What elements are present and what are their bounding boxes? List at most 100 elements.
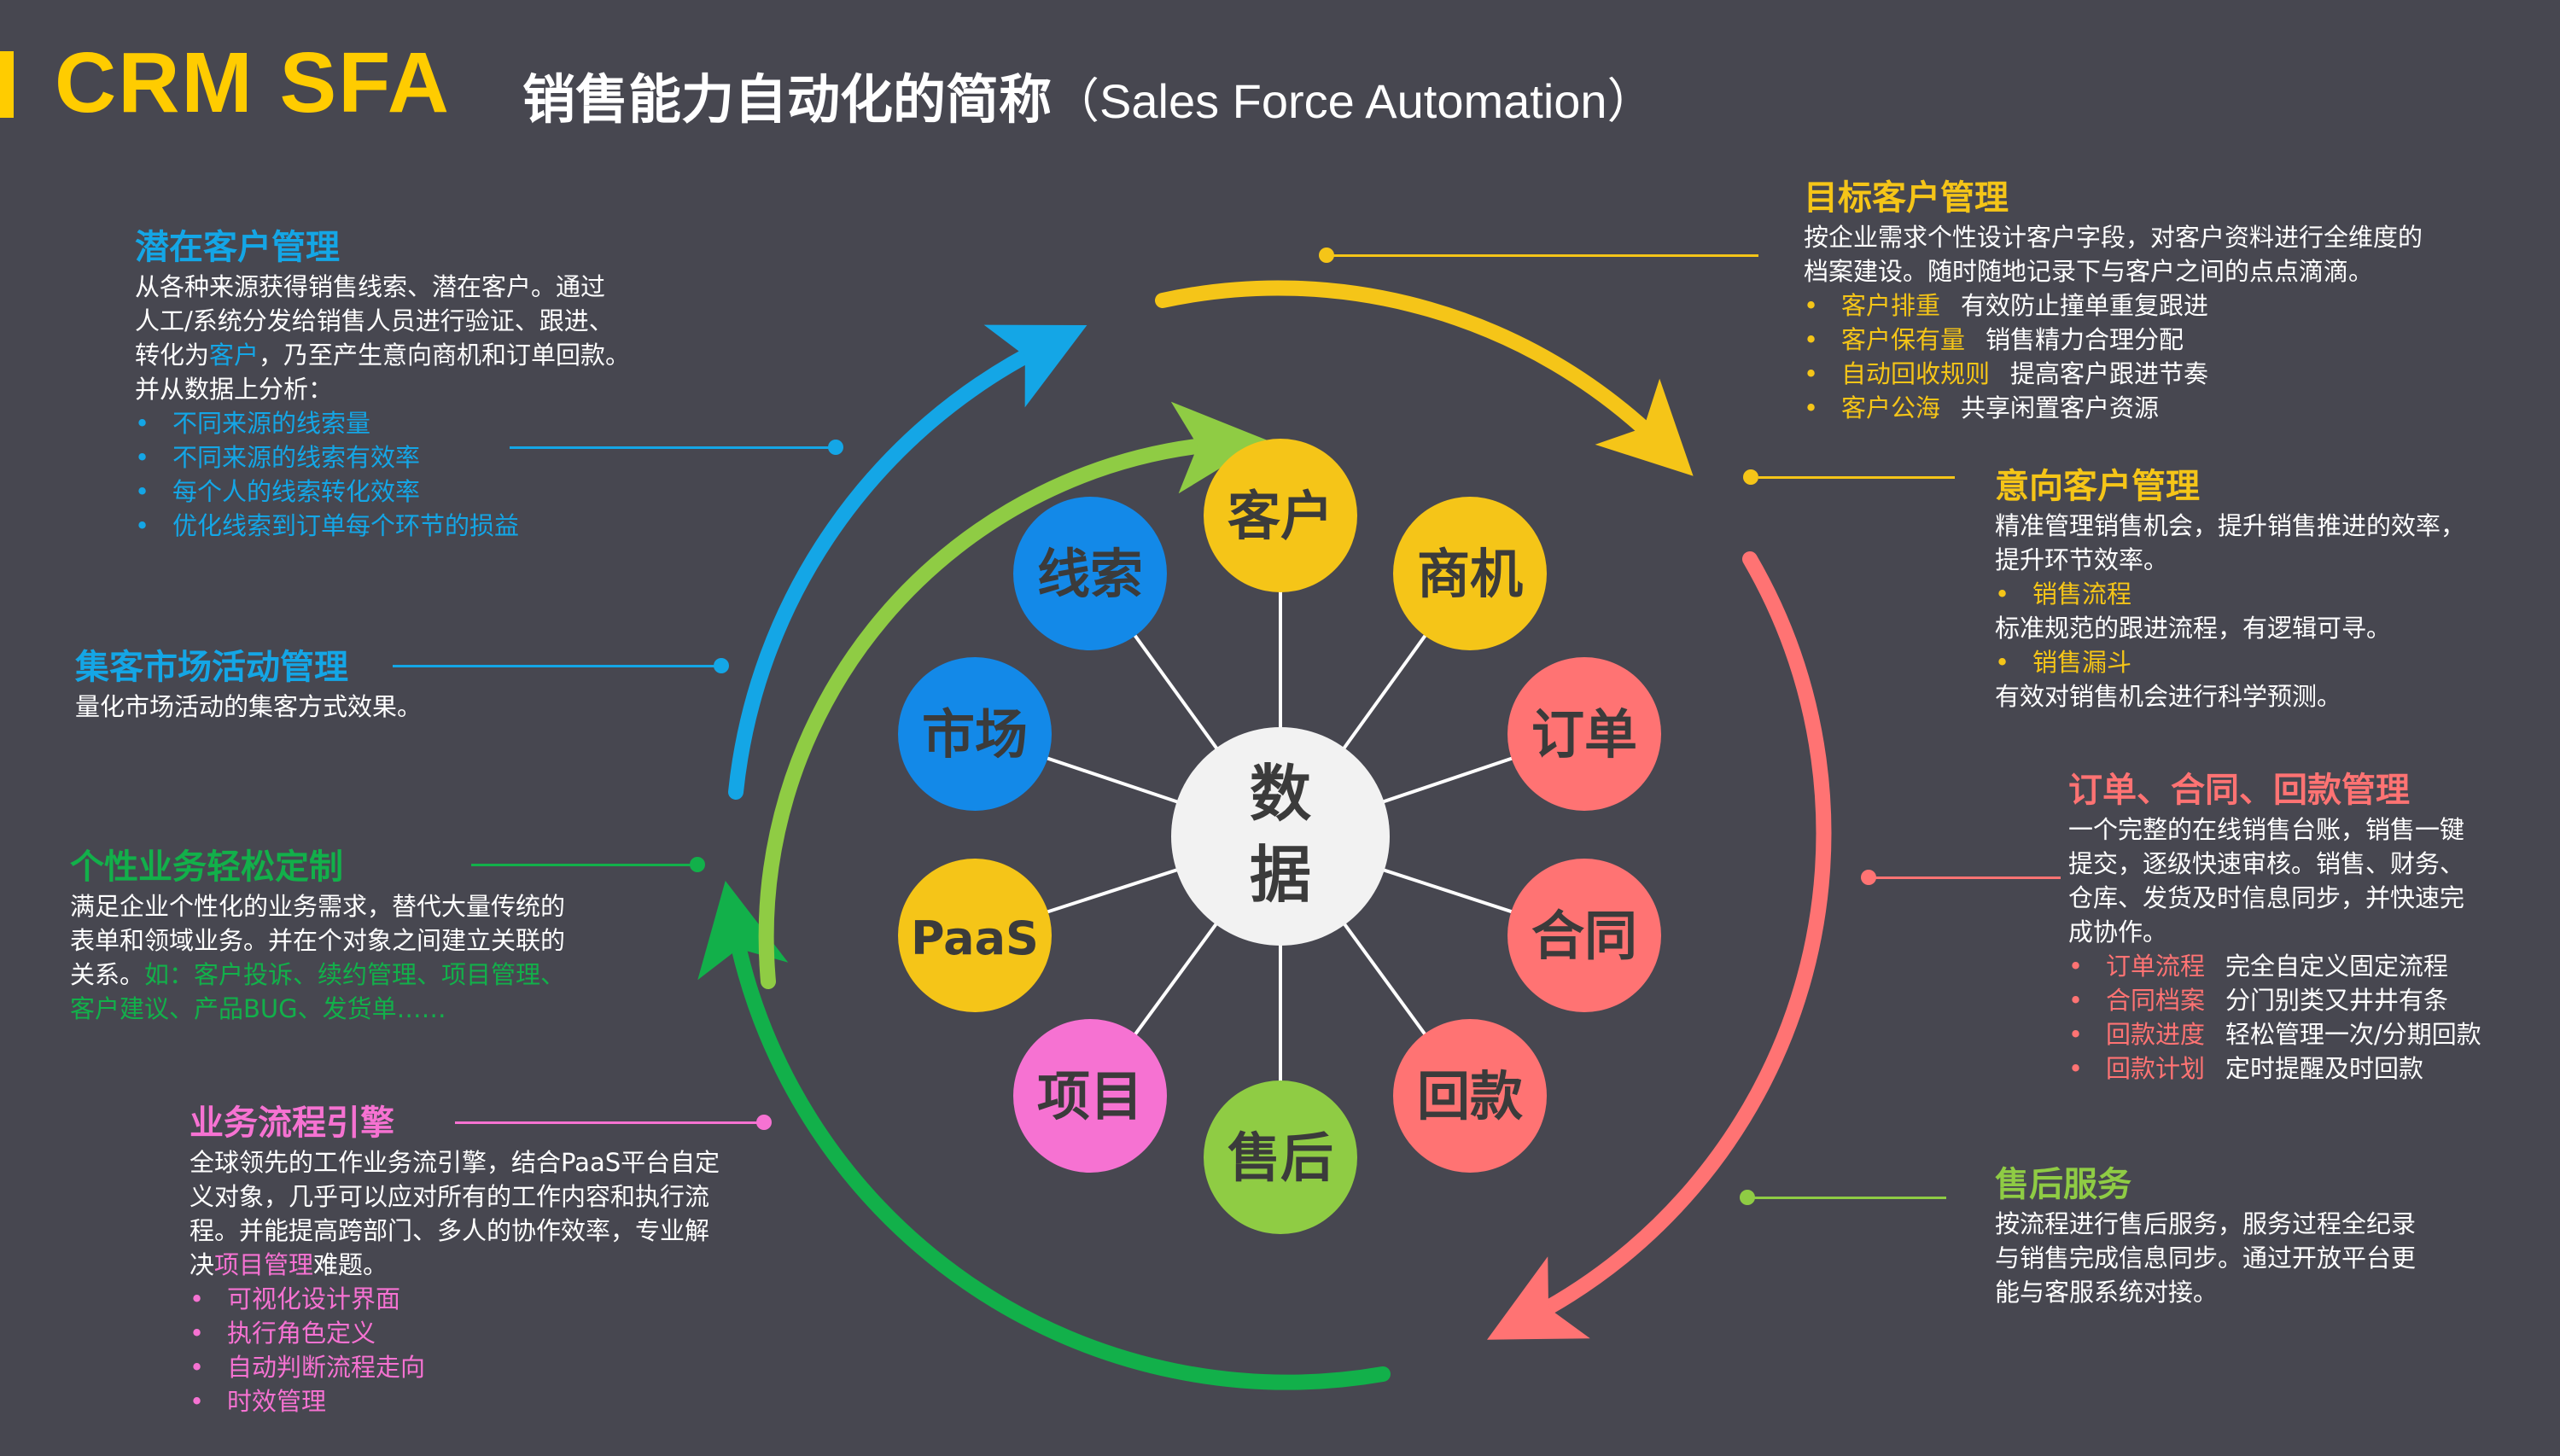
bullet-term: 合同档案 (2106, 986, 2206, 1015)
node-circle-market (898, 657, 1052, 811)
node-market: 市场 (898, 657, 1052, 811)
bullet-text: 可视化设计界面 (227, 1284, 401, 1313)
bullet-term: 回款进度 (2106, 1020, 2206, 1049)
bullet-item: •每个人的线索转化效率 (135, 477, 421, 506)
bullet-item: •销售漏斗 (1995, 648, 2132, 677)
leader-line-market (393, 665, 721, 667)
node-paas: PaaS (898, 859, 1052, 1012)
bullet-desc: 完全自定义固定流程 (2225, 952, 2449, 981)
center-data-node: 数 据 (1171, 727, 1390, 946)
section-body-line: 转化为客户，乃至产生意向商机和订单回款。 (135, 338, 749, 372)
body-text: 关系。 (70, 960, 145, 989)
node-contract: 合同 (1507, 859, 1661, 1012)
bullet-desc: 销售精力合理分配 (1986, 325, 2184, 354)
bullet-term: 客户保有量 (1841, 325, 1966, 354)
bullet-text: 时效管理 (227, 1387, 327, 1416)
section-body-line: 与销售完成信息同步。通过开放平台更 (1995, 1243, 2417, 1273)
section-custom-business: 个性业务轻松定制 满足企业个性化的业务需求，替代大量传统的 表单和领域业务。并在… (70, 845, 685, 1026)
section-market-activity: 集客市场活动管理 量化市场活动的集客方式效果。 (75, 645, 673, 724)
section-body-line: 成协作。 (2068, 917, 2168, 946)
bullet-desc: 有效防止撞单重复跟进 (1961, 291, 2209, 320)
section-title: 订单、合同、回款管理 (2068, 771, 2410, 810)
bullet-item: •回款进度轻松管理一次/分期回款 (2068, 1020, 2481, 1049)
highlight-text: 客户 (209, 341, 259, 370)
node-label-customer: 客户 (1228, 485, 1333, 547)
leader-dot-potential (828, 440, 843, 455)
arc-green (697, 880, 1391, 1390)
section-body-line: 程。并能提高跨部门、多人的协作效率，专业解 (190, 1216, 710, 1245)
section-body-line: 满足企业个性化的业务需求，替代大量传统的 (70, 892, 566, 921)
center-label-2: 据 (1250, 839, 1311, 911)
section-body-line: 精准管理销售机会，提升销售推进的效率， (1995, 511, 2466, 540)
node-project: 项目 (1013, 1019, 1167, 1173)
bullet-item: •客户公海共享闲置客户资源 (1804, 393, 2160, 422)
section-body-line: 标准规范的跟进流程，有逻辑可寻。 (1995, 614, 2392, 643)
node-label-contract: 合同 (1531, 905, 1637, 967)
node-circle-aftersales (1204, 1080, 1357, 1234)
bullet-text: 自动判断流程走向 (227, 1353, 426, 1382)
page-subtitle-en: （Sales Force Automation） (1052, 74, 1655, 128)
bullet-term: 客户排重 (1841, 291, 1941, 320)
leader-dot-order (1861, 870, 1876, 885)
leader-dot-intent (1743, 469, 1758, 485)
body-text: 决 (190, 1250, 215, 1279)
section-body-line: 按企业需求个性设计客户字段，对客户资料进行全维度的 (1804, 223, 2423, 252)
bullet-item: •合同档案分门别类又井井有条 (2068, 986, 2449, 1015)
bullet-item: •销售流程 (1995, 579, 2132, 609)
bullet-item: •自动回收规则提高客户跟进节奏 (1804, 359, 2209, 388)
section-body-line: 全球领先的工作业务流引擎，结合PaaS平台自定 (190, 1148, 720, 1177)
node-customer: 客户 (1204, 439, 1357, 592)
bullet-item: •优化线索到订单每个环节的损益 (135, 511, 520, 540)
page-subtitle-cn: 销售能力自动化的简称 (522, 68, 1053, 131)
node-label-payment: 回款 (1417, 1065, 1523, 1127)
node-label-order: 订单 (1531, 703, 1637, 766)
bullet-term: 回款计划 (2106, 1054, 2206, 1083)
body-text: 转化为 (135, 341, 210, 370)
node-opportunity: 商机 (1393, 497, 1547, 650)
bullet-desc: 定时提醒及时回款 (2225, 1054, 2424, 1083)
section-title: 个性业务轻松定制 (70, 847, 343, 887)
center-label-1: 数 (1250, 758, 1311, 830)
bullet-item: •不同来源的线索量 (135, 409, 371, 438)
leader-line-custom (471, 864, 697, 866)
section-body-line: 并从数据上分析： (135, 375, 334, 404)
node-circle-contract (1507, 859, 1661, 1012)
node-label-market: 市场 (922, 703, 1028, 766)
arc-lime (758, 401, 1267, 989)
section-body-line: 能与客服系统对接。 (1995, 1278, 2219, 1307)
page-title: CRM SFA (55, 35, 451, 131)
node-label-project: 项目 (1037, 1065, 1143, 1127)
section-intent-customer: 意向客户管理 精准管理销售机会，提升销售推进的效率， 提升环节效率。 •销售流程… (1995, 464, 2541, 713)
section-body-line: 义对象，几乎可以应对所有的工作内容和执行流 (190, 1182, 710, 1211)
leader-line-service (1752, 1197, 1946, 1199)
node-payment: 回款 (1393, 1019, 1547, 1173)
node-circle-opportunity (1393, 497, 1547, 650)
bullet-item: •可视化设计界面 (190, 1284, 401, 1313)
bullet-desc: 轻松管理一次/分期回款 (2225, 1020, 2481, 1049)
bullet-desc: 分门别类又井井有条 (2225, 986, 2449, 1015)
node-order: 订单 (1507, 657, 1661, 811)
section-body-line: 提交，逐级快速审核。销售、财务、 (2068, 849, 2465, 878)
section-body-line: 一个完整的在线销售台账，销售一键 (2068, 815, 2465, 844)
page-subtitle: 销售能力自动化的简称（Sales Force Automation） (522, 56, 1655, 133)
section-body-line: 决项目管理难题。 (190, 1248, 804, 1282)
section-title: 售后服务 (1995, 1165, 2131, 1204)
node-circle-order (1507, 657, 1661, 811)
bullet-desc: 共享闲置客户资源 (1961, 393, 2160, 422)
section-body-line: 量化市场活动的集客方式效果。 (75, 692, 423, 721)
section-title: 业务流程引擎 (190, 1104, 394, 1143)
highlight-text: 项目管理 (214, 1250, 314, 1279)
bullet-text: 执行角色定义 (227, 1319, 376, 1348)
section-order-contract-payment: 订单、合同、回款管理 一个完整的在线销售台账，销售一键 提交，逐级快速审核。销售… (2068, 768, 2555, 1086)
section-target-customer: 目标客户管理 按企业需求个性设计客户字段，对客户资料进行全维度的 档案建设。随时… (1804, 176, 2555, 425)
section-body-line: 按流程进行售后服务，服务过程全纪录 (1995, 1209, 2417, 1238)
bullet-term: 销售漏斗 (2032, 648, 2132, 677)
section-title: 集客市场活动管理 (75, 648, 348, 687)
bullet-item: •不同来源的线索有效率 (135, 443, 421, 472)
section-body-line: 人工/系统分发给销售人员进行验证、跟进、 (135, 306, 614, 335)
section-body-line: 关系。如：客户投诉、续约管理、项目管理、 (70, 958, 685, 992)
node-circle-paas (898, 859, 1052, 1012)
